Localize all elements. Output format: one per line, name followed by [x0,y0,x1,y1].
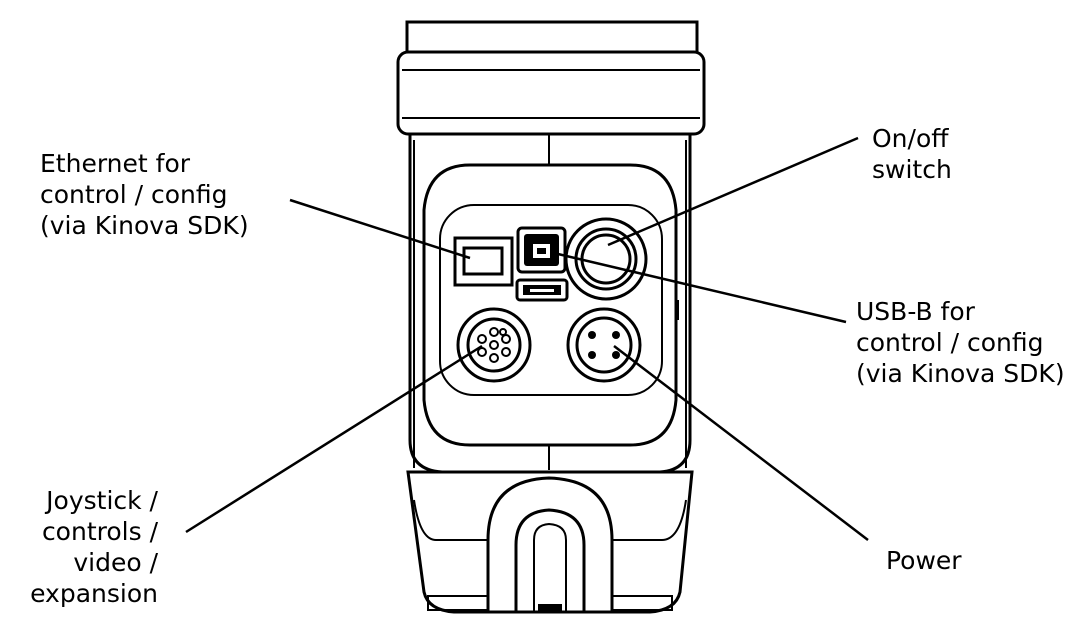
on-off-switch-callout: On/off switch [872,123,952,185]
top-cap [396,20,706,136]
callout-line: controls / [41,517,158,546]
callout-line: expansion [30,579,158,608]
callout-line: Power [886,546,962,575]
callout-line: control / config [40,180,228,209]
usb-a-port [515,278,569,302]
callout-line: video / [73,548,158,577]
power-leader [613,345,869,541]
callout-line: Ethernet for [40,149,191,178]
callout-line: USB-B for [856,297,975,326]
joystick-leader [185,344,483,534]
power-connector [566,307,642,383]
device-base [406,470,694,614]
joystick-connector [456,307,532,383]
callout-line: (via Kinova SDK) [856,359,1065,388]
callout-line: control / config [856,328,1044,357]
callout-line: (via Kinova SDK) [40,211,249,240]
callout-line: Joystick / [46,486,158,515]
on-off-leader [607,136,859,247]
joystick-callout: Joystick / controls / video / expansion [0,485,158,609]
power-switch [564,217,648,301]
callout-line: On/off [872,124,949,153]
usb-b-leader [557,252,847,324]
device-body [408,132,692,474]
usb-b-callout: USB-B for control / config (via Kinova S… [856,296,1065,389]
power-callout: Power [886,545,962,576]
ethernet-port [453,236,514,287]
usb-b-port [516,226,567,274]
ethernet-callout: Ethernet for control / config (via Kinov… [40,148,249,241]
ethernet-leader [289,198,471,260]
callout-line: switch [872,155,952,184]
